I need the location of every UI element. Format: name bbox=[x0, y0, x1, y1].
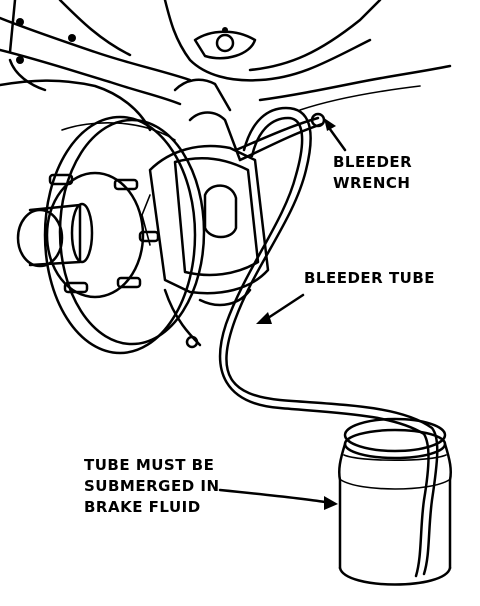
submerge-note-line-3: BRAKE FLUID bbox=[84, 498, 201, 516]
bleeder-tube-arrow bbox=[256, 293, 305, 324]
bleeder-tube-label: BLEEDER TUBE bbox=[304, 268, 435, 289]
wheel-hub bbox=[16, 171, 145, 299]
wheel-studs bbox=[48, 173, 160, 294]
suspension-arm bbox=[0, 0, 192, 132]
bleeder-tube bbox=[218, 106, 439, 578]
bleeder-wrench-label-line-1: BLEEDER bbox=[333, 153, 413, 171]
brake-rotor bbox=[43, 115, 206, 355]
submerge-note-label: TUBE MUST BE SUBMERGED IN BRAKE FLUID bbox=[84, 455, 220, 518]
bleeder-wrench-arrow bbox=[324, 118, 347, 152]
upper-chassis bbox=[163, 0, 452, 112]
submerge-note-line-2: SUBMERGED IN bbox=[84, 477, 220, 495]
bleeder-wrench bbox=[234, 112, 326, 162]
bleeder-wrench-label: BLEEDER WRENCH bbox=[333, 152, 412, 194]
fluid-arrow bbox=[218, 488, 338, 510]
brake-caliper bbox=[141, 111, 270, 349]
submerge-note-line-1: TUBE MUST BE bbox=[84, 456, 215, 474]
bleeder-tube-label-line-1: BLEEDER TUBE bbox=[304, 269, 436, 287]
bleeder-wrench-label-line-2: WRENCH bbox=[333, 174, 411, 192]
fluid-jar bbox=[337, 417, 453, 586]
